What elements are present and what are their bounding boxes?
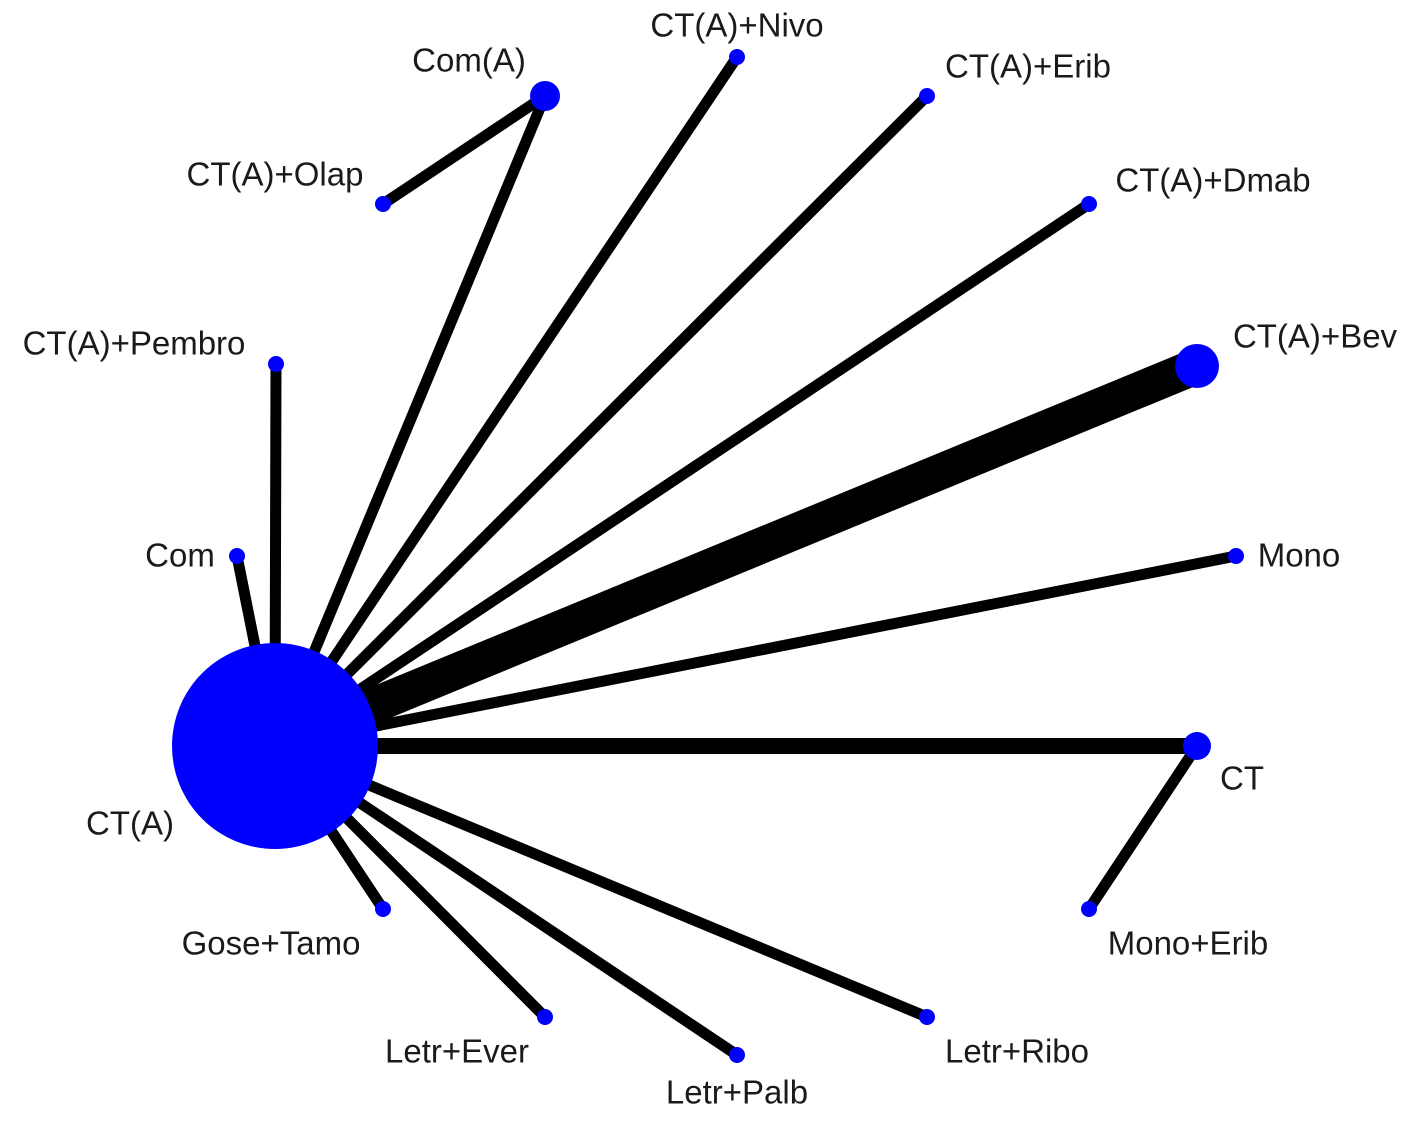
node-label-ctaolap: CT(A)+Olap [187, 156, 364, 193]
node-label-letrribo: Letr+Ribo [945, 1033, 1089, 1070]
node-label-mono: Mono [1258, 537, 1341, 574]
node-ctaerib [919, 88, 935, 104]
edge-cta-letrribo [272, 740, 930, 1023]
edge-cta-ctaerib [271, 92, 931, 750]
node-label-ctadmab: CT(A)+Dmab [1115, 162, 1310, 199]
node-label-ctaerib: CT(A)+Erib [945, 48, 1111, 85]
node-com [229, 548, 245, 564]
node-label-letrpalb: Letr+Palb [666, 1074, 808, 1111]
node-label-ctapembro: CT(A)+Pembro [23, 325, 246, 362]
node-coma [530, 81, 560, 111]
node-label-coma: Com(A) [412, 42, 526, 79]
node-letrpalb [729, 1047, 745, 1063]
nodes-layer [172, 49, 1244, 1063]
node-ctabev [1175, 344, 1219, 388]
edge-cta-ctanivo [270, 53, 742, 750]
node-ct [1183, 732, 1211, 760]
edge-ct-monoerib [1084, 742, 1202, 913]
node-label-letrever: Letr+Ever [385, 1033, 529, 1070]
node-label-ctabev: CT(A)+Bev [1233, 318, 1398, 355]
edge-coma-ctaolap [379, 91, 549, 209]
node-letrever [537, 1009, 553, 1025]
node-gosetamo [375, 901, 391, 917]
node-cta [172, 643, 378, 849]
edge-cta-ctabev [268, 349, 1204, 763]
node-label-com: Com [145, 537, 215, 574]
node-label-ct: CT [1220, 760, 1264, 797]
edge-cta-coma [269, 93, 551, 749]
labels-layer: CT(A)CT(A)+PembroComCom(A)CT(A)+OlapCT(A… [23, 7, 1398, 1111]
node-letrribo [919, 1009, 935, 1025]
node-monoerib [1081, 901, 1097, 917]
node-label-ctanivo: CT(A)+Nivo [650, 7, 823, 44]
edge-cta-ctadmab [271, 199, 1093, 751]
node-ctaolap [375, 196, 391, 212]
node-mono [1228, 548, 1244, 564]
node-label-cta: CT(A) [86, 805, 174, 842]
node-label-gosetamo: Gose+Tamo [182, 925, 361, 962]
node-ctadmab [1081, 196, 1097, 212]
edge-cta-mono [273, 550, 1238, 752]
node-label-monoerib: Mono+Erib [1108, 925, 1269, 962]
node-ctapembro [268, 356, 284, 372]
node-ctanivo [729, 49, 745, 65]
